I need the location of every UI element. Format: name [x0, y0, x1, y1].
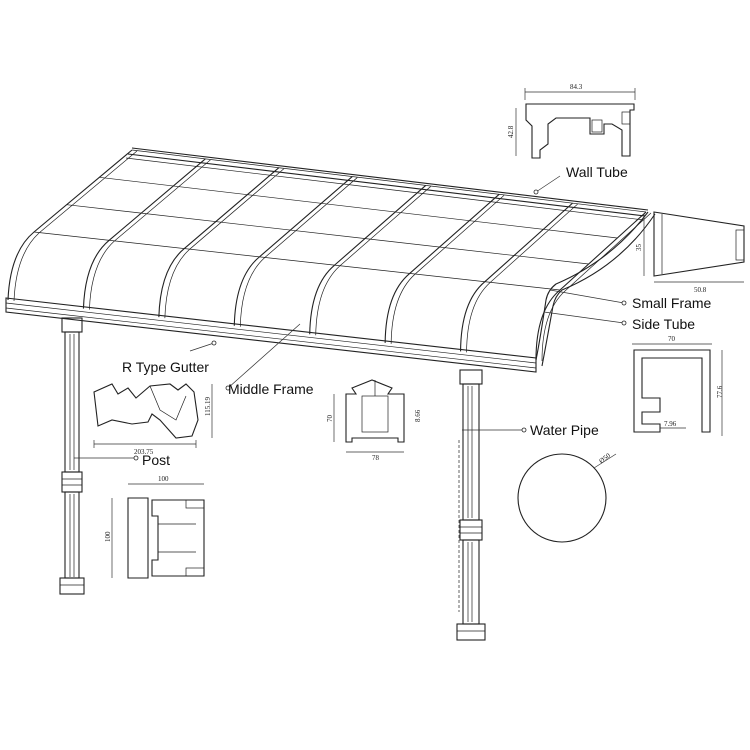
wall-tube-beam: [125, 147, 649, 221]
side-tube-lip-dim: 7.96: [664, 420, 677, 428]
rafter-inner: [466, 203, 578, 353]
side-tube-detail: 70 77.6 7.96: [632, 335, 724, 436]
rafter: [460, 202, 573, 352]
rafter-inner: [164, 168, 285, 319]
front-gutter-beam: [5, 297, 537, 373]
middle-frame-height-dim: 70: [326, 415, 334, 423]
rafter: [233, 176, 353, 326]
rafter-inner: [390, 195, 505, 344]
post-detail: 100 100: [104, 475, 205, 579]
glazing-bar: [99, 176, 618, 239]
small-frame-width-dim: 50.8: [694, 286, 707, 294]
left-post: [59, 317, 85, 595]
rafter-inner: [315, 186, 431, 336]
post-height-dim: 100: [104, 531, 112, 542]
callouts: Wall Tube Small Frame Side Tube R Type G…: [74, 164, 712, 468]
roof-panels: [33, 149, 647, 291]
water-pipe-detail: Ø50: [517, 451, 617, 543]
rafter-inner: [13, 150, 138, 302]
middle-frame-detail: 70 78 8.66: [326, 379, 422, 462]
small-frame-height-dim: 35: [635, 244, 643, 252]
curved-rafters: [7, 149, 652, 362]
wall-tube-width-dim: 84.3: [570, 83, 583, 91]
rafter: [309, 185, 427, 335]
wall-tube-height-dim: 42.8: [507, 125, 515, 138]
side-tube-edge: [535, 211, 656, 367]
glazing-bar: [66, 204, 589, 265]
label-middle-frame: Middle Frame: [228, 381, 314, 397]
rafter: [384, 193, 500, 343]
side-tube-width-dim: 70: [668, 335, 676, 343]
canopy-roof: [5, 147, 656, 373]
label-side-tube: Side Tube: [632, 316, 695, 332]
wall-tube-detail: 84.3 42.8: [507, 83, 636, 159]
gutter-width-dim: 203.75: [134, 448, 154, 456]
small-frame-detail: 35 50.8: [635, 211, 745, 294]
gutter-height-dim: 115.19: [204, 397, 212, 416]
rafter: [7, 149, 133, 301]
rafter-inner: [239, 177, 358, 327]
label-water-pipe: Water Pipe: [530, 422, 599, 438]
post-width-dim: 100: [158, 475, 169, 483]
side-tube-height-dim: 77.6: [716, 385, 724, 398]
rafter: [82, 158, 206, 309]
rafter-inner: [541, 212, 652, 362]
label-r-type-gutter: R Type Gutter: [122, 359, 209, 375]
label-small-frame: Small Frame: [632, 295, 712, 311]
middle-frame-flange-dim: 8.66: [414, 409, 422, 422]
glazing-bar: [131, 149, 647, 213]
middle-frame-width-dim: 78: [372, 454, 380, 462]
right-post: [456, 369, 486, 641]
r-type-gutter-detail: 203.75 115.19: [93, 383, 213, 456]
rafter-inner: [89, 159, 211, 310]
water-pipe-diameter-dim: Ø50: [598, 451, 613, 465]
glazing-bar: [33, 231, 561, 291]
label-wall-tube: Wall Tube: [566, 164, 628, 180]
rafter: [158, 167, 280, 318]
label-post: Post: [142, 452, 170, 468]
